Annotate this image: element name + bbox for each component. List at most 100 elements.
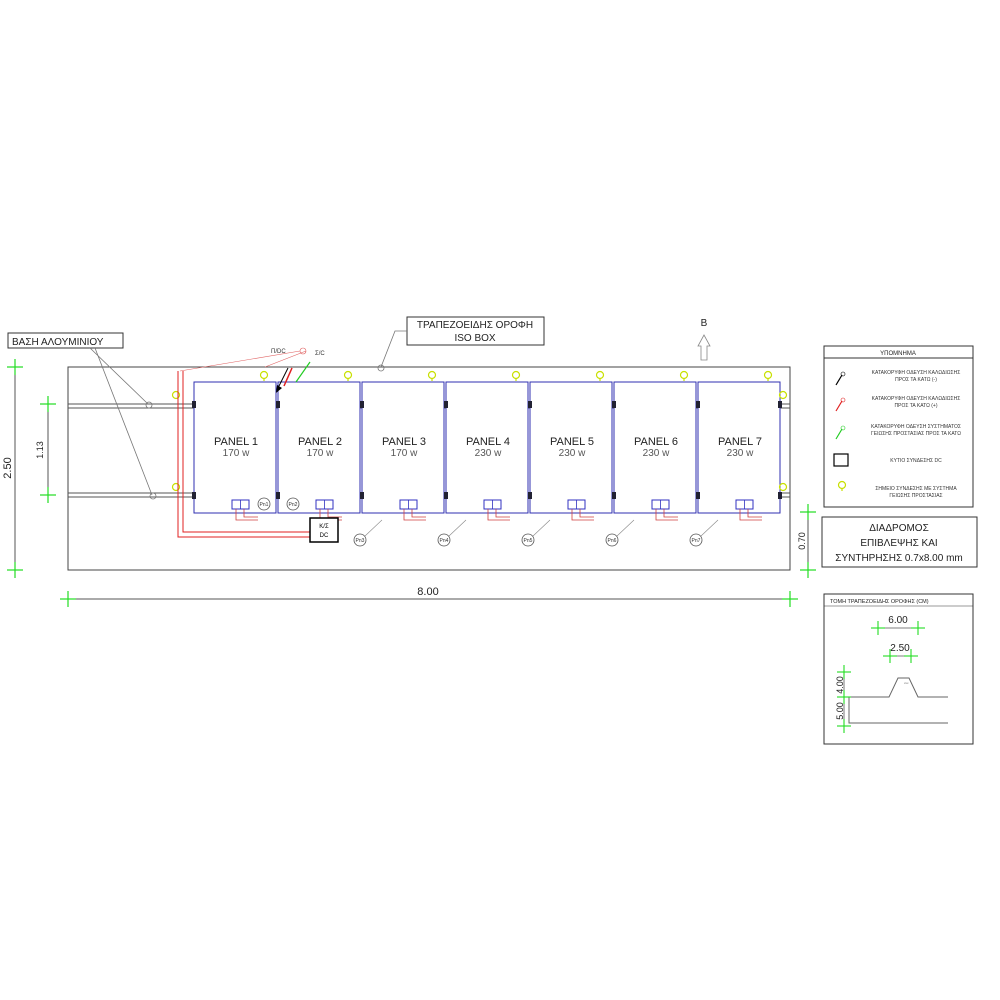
panel-frame: [193, 381, 277, 514]
legend-arrow-icon: [835, 400, 843, 412]
section-dim-rib: 2.50: [890, 643, 910, 654]
pdc-label: Π/DC: [271, 349, 286, 355]
panel-cable: [411, 509, 426, 518]
legend-item-line1: ΚΑΤΑΚΟΡΥΦΗ ΟΔΕΥΣΗ ΣΥΣΤΗΜΑΤΟΣ: [871, 424, 961, 430]
legend-item-line2: ΓΕΙΩΣΗΣ ΠΡΟΣΤΑΣΙΑΣ ΠΡΟΣ ΤΑ ΚΑΤΩ: [871, 431, 961, 437]
panel-tag-bubble: [437, 533, 451, 547]
panel-cable: [655, 509, 678, 521]
panel-tag-bubble: [689, 533, 703, 547]
panel-name: PANEL 6: [634, 436, 678, 448]
panel-power: 170 w: [307, 448, 334, 459]
rail-clamp: [444, 492, 448, 499]
panel-cable: [327, 509, 342, 518]
panel-name: PANEL 5: [550, 436, 594, 448]
panel-tag-leader: [364, 519, 383, 537]
ground-point-icon: [343, 370, 353, 380]
roof-type-leader: [380, 330, 407, 368]
legend-item-line2: ΠΡΟΣ ΤΑ ΚΑΤΩ (+): [895, 403, 938, 409]
rail-clamp: [192, 401, 196, 408]
panel-tag: Pn6: [608, 538, 617, 544]
legend-item-line1: ΚΥΤΙΟ ΣΥΝΔΕΣΗΣ DC: [890, 458, 942, 464]
legend-arrow-tail: [840, 371, 846, 377]
ground-point-icon: [171, 482, 181, 492]
panel-tag-bubble: [286, 497, 300, 511]
rail-clamp: [778, 401, 782, 408]
ground-down-arrow-icon: [295, 361, 311, 383]
legend-title: ΥΠΟΜΝΗΜΑ: [880, 351, 916, 357]
panel-frame: [697, 381, 781, 514]
rail-clamp: [528, 492, 532, 499]
roof-outline: [67, 366, 791, 571]
panel-tag-leader: [616, 519, 635, 537]
panel-name: PANEL 7: [718, 436, 762, 448]
section-dim-height: 4.00: [835, 676, 845, 694]
panel-frame: [277, 381, 361, 514]
panel-cable: [663, 509, 678, 518]
legend-junction-box-icon: [833, 453, 849, 467]
roof-section-detail: ΤΟΜΗ ΤΡΑΠΕΖΟΕΙΔΗΣ ΟΡΟΦΗΣ (CM) xxx 6.00 2…: [823, 593, 974, 745]
rail-clamp: [360, 492, 364, 499]
panel-cable: [571, 509, 594, 521]
rail-clamp: [276, 492, 280, 499]
panel-tag: Pn1: [260, 502, 269, 508]
sc-label: Σ/C: [315, 351, 325, 357]
rail-clamp: [612, 492, 616, 499]
rail-spacing-dimension: 1.13: [35, 441, 45, 459]
panel-power: 230 w: [559, 448, 586, 459]
walkway-dimension: 0.70: [797, 532, 807, 550]
legend-arrow-tail: [840, 397, 846, 403]
panel-tag: Pn4: [440, 538, 449, 544]
panel-cable: [739, 509, 762, 521]
negative-down-arrowhead-icon: [276, 385, 282, 393]
panel-cable: [747, 509, 762, 518]
rail-clamp: [192, 492, 196, 499]
trapezoid-profile: [848, 677, 948, 724]
panel-tag: Pn5: [524, 538, 533, 544]
panel-cable: [579, 509, 594, 518]
panel-power: 230 w: [475, 448, 502, 459]
walkway-label-line3: ΣΥΝΤΗΡΗΣΗΣ 0.7x8.00 mm: [835, 553, 962, 564]
section-title: ΤΟΜΗ ΤΡΑΠΕΖΟΕΙΔΗΣ ΟΡΟΦΗΣ (CM): [830, 599, 929, 605]
panel-cable: [235, 509, 258, 521]
panel-name: PANEL 2: [298, 436, 342, 448]
panel-frame: [613, 381, 697, 514]
panel-tag-bubble: [353, 533, 367, 547]
panel-name: PANEL 4: [466, 436, 510, 448]
rail-clamp: [696, 492, 700, 499]
legend-arrow-icon: [835, 428, 843, 440]
ground-point-icon: [511, 370, 521, 380]
dimension-overall-height: [7, 359, 23, 578]
ground-point-icon: [259, 370, 269, 380]
legend-item-line1: ΚΑΤΑΚΟΡΥΦΗ ΟΔΕΥΣΗ ΚΑΛΩΔΙΩΣΗΣ: [872, 370, 961, 376]
panel-tag: Pn2: [289, 502, 298, 508]
overall-height-dimension: 2.50: [2, 457, 14, 478]
north-label: B: [701, 318, 708, 329]
aluminium-base-label: ΒΑΣΗ ΑΛΟΥΜΙΝΙΟΥ: [12, 337, 104, 348]
dimension-walkway: [800, 504, 816, 578]
panel-tag-leader: [532, 519, 551, 537]
dc-junction-box-line1: Κ/Σ: [319, 524, 329, 530]
panel-power: 170 w: [391, 448, 418, 459]
rail-clamp: [276, 401, 280, 408]
panel-tag-bubble: [605, 533, 619, 547]
ground-point-icon: [171, 390, 181, 400]
walkway-label-line1: ΔΙΑΔΡΟΜΟΣ: [869, 523, 929, 534]
walkway-label-box: [821, 516, 978, 568]
rail-clamp: [778, 492, 782, 499]
ground-point-icon: [763, 370, 773, 380]
panel-cable: [403, 509, 426, 521]
legend-item-line2: ΓΕΙΩΣΗΣ ΠΡΟΣΤΑΣΙΑΣ: [889, 493, 942, 499]
roof-type-leader-end: [377, 364, 385, 372]
aluminium-base-leaders: [89, 347, 157, 500]
panel-cable: [495, 509, 510, 518]
panel-frame: [529, 381, 613, 514]
positive-down-arrow-icon: [283, 367, 293, 387]
